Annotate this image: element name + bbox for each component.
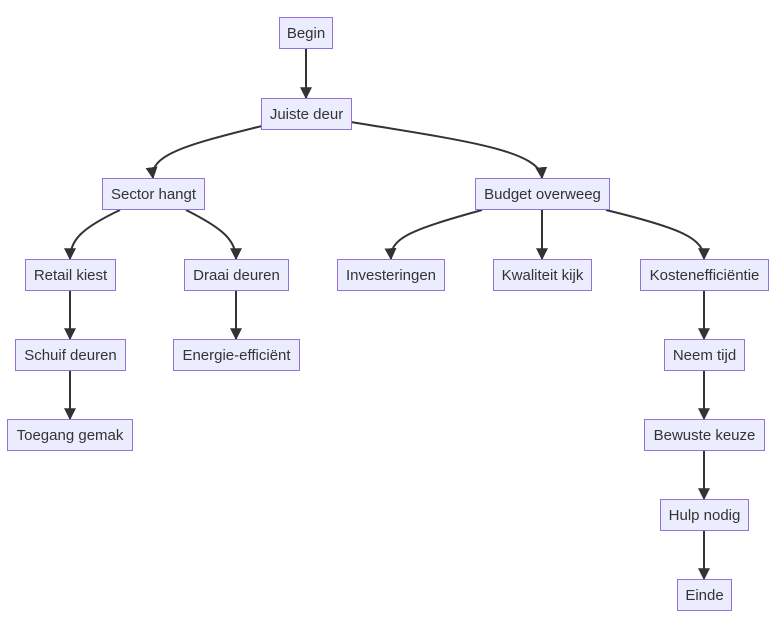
node-kwaliteit-kijk: Kwaliteit kijk [493,259,592,291]
node-kostenefficientie: Kostenefficiëntie [640,259,769,291]
node-begin: Begin [279,17,333,49]
node-bewuste-keuze: Bewuste keuze [644,419,765,451]
edge-juiste-deur-sector-hangt [145,125,263,180]
edge-sector-hangt-retail-kiest [64,209,121,261]
node-retail-kiest: Retail kiest [25,259,116,291]
edge-budget-overweeg-kostenefficientie [605,209,710,261]
node-toegang-gemak: Toegang gemak [7,419,133,451]
node-einde: Einde [677,579,732,611]
node-draai-deuren: Draai deuren [184,259,289,291]
node-energie-efficient: Energie-efficiënt [173,339,300,371]
node-budget-overweeg: Budget overweeg [475,178,610,210]
edge-juiste-deur-budget-overweeg [350,121,548,180]
node-juiste-deur: Juiste deur [261,98,352,130]
node-schuif-deuren: Schuif deuren [15,339,126,371]
node-neem-tijd: Neem tijd [664,339,745,371]
node-sector-hangt: Sector hangt [102,178,205,210]
node-investeringen: Investeringen [337,259,445,291]
edge-sector-hangt-draai-deuren [185,209,242,261]
edge-budget-overweeg-investeringen [384,209,483,261]
node-hulp-nodig: Hulp nodig [660,499,749,531]
